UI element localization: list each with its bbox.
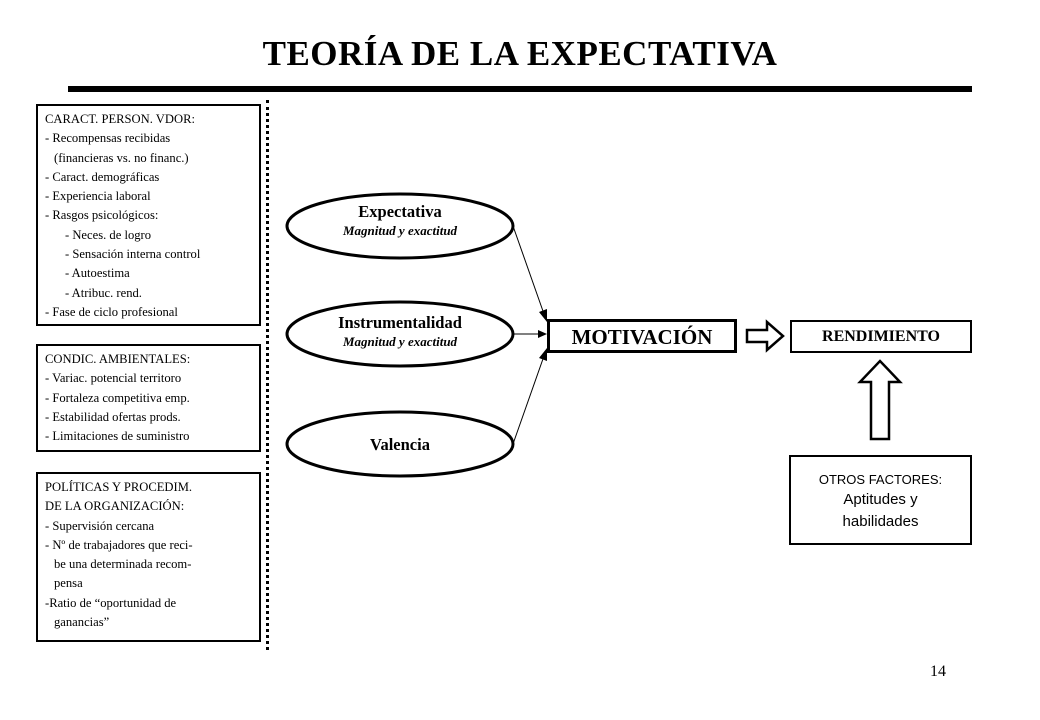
valence-arrow-line [512, 355, 545, 445]
box-line: - Fortaleza competitiva emp. [45, 390, 190, 405]
box-line: - Estabilidad ofertas prods. [45, 409, 181, 424]
other-factors-heading: OTROS FACTORES: [818, 472, 943, 487]
box-line: - Recompensas recibidas [45, 131, 171, 146]
instrumentality-label: Instrumentalidad Magnitud y exactitud [300, 313, 500, 351]
box-line: pensa [54, 576, 83, 591]
box-line: CONDIC. AMBIENTALES: [45, 352, 191, 366]
outline-right-arrow-icon [745, 319, 785, 353]
valence-title: Valencia [370, 435, 430, 454]
box-line: - Nº de trabajadores que reci- [45, 537, 193, 552]
page-number: 14 [930, 663, 946, 680]
valence-arrowhead [539, 348, 547, 361]
expectancy-subtitle: Magnitud y exactitud [342, 223, 458, 238]
expectancy-title: Expectativa [358, 202, 442, 221]
other-factors-line1: Aptitudes y [843, 491, 918, 508]
box-line: - Limitaciones de suministro [45, 429, 190, 444]
box-line: - Experiencia laboral [45, 189, 151, 204]
box-line: - Caract. demográficas [45, 169, 160, 184]
expectancy-arrowhead [539, 309, 547, 322]
box-line: CARACT. PERSON. VDOR: [45, 112, 195, 126]
box-line: DE LA ORGANIZACIÓN: [45, 499, 185, 514]
box-line: - Autoestima [65, 266, 130, 281]
other-factors-box: OTROS FACTORES: Aptitudes y habilidades [789, 455, 972, 545]
environmental-conditions-box: CONDIC. AMBIENTALES: - Variac. potencial … [36, 344, 261, 452]
expectancy-label: Expectativa Magnitud y exactitud [300, 202, 500, 240]
instrumentality-title: Instrumentalidad [338, 313, 462, 332]
box-line: - Sensación interna control [65, 247, 201, 262]
box-line: be una determinada recom- [54, 557, 192, 572]
box-line: - Supervisión cercana [45, 518, 155, 533]
valence-label: Valencia [300, 435, 500, 455]
seller-characteristics-box: CARACT. PERSON. VDOR: - Recompensas recib… [36, 104, 261, 326]
box-line: POLÍTICAS Y PROCEDIM. [45, 480, 193, 494]
page-title: TEORÍA DE LA EXPECTATIVA [262, 34, 778, 73]
box-line: -Ratio de “oportunidad de [45, 595, 177, 610]
motivation-box: MOTIVACIÓN [547, 319, 737, 353]
instrumentality-arrowhead [538, 330, 547, 338]
box-line: - Rasgos psicológicos: [45, 208, 159, 223]
box-line: - Fase de ciclo profesional [45, 304, 178, 319]
box-line: - Atribuc. rend. [65, 285, 142, 300]
box-line: ganancias” [54, 615, 110, 630]
performance-box: RENDIMIENTO [790, 320, 972, 353]
other-factors-line2: habilidades [842, 513, 919, 530]
box-line: - Neces. de logro [65, 227, 152, 242]
box-line: (financieras vs. no financ.) [54, 150, 189, 165]
organization-policies-box: POLÍTICAS Y PROCEDIM. DE LA ORGANIZACIÓN:… [36, 472, 261, 642]
dotted-separator [266, 100, 269, 650]
outline-up-arrow-icon [857, 359, 903, 441]
instrumentality-subtitle: Magnitud y exactitud [342, 334, 458, 349]
expectancy-arrow-line [512, 225, 545, 315]
box-line: - Variac. potencial territoro [45, 371, 182, 386]
title-underline [68, 86, 972, 92]
